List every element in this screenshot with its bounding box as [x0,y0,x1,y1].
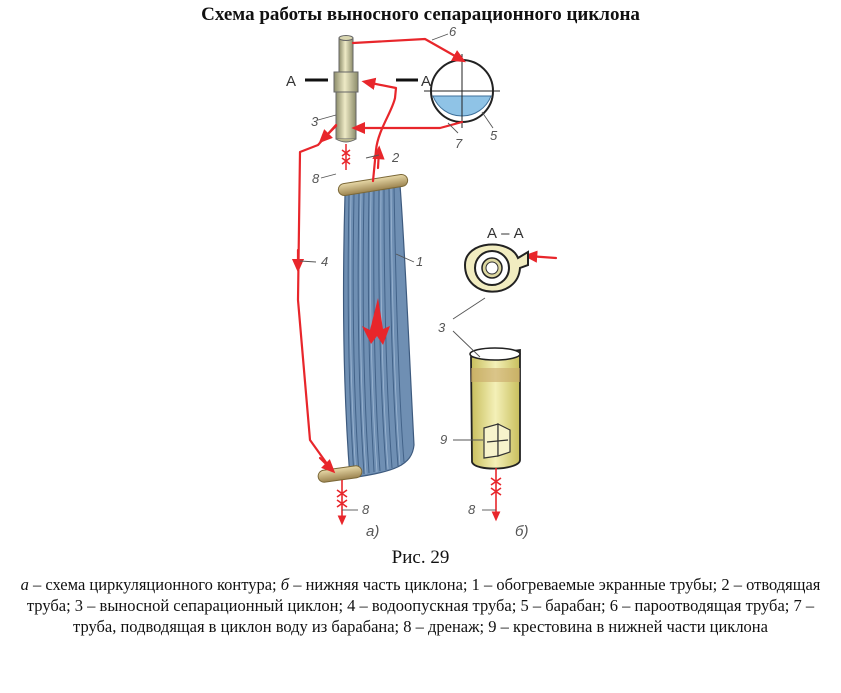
drain-valve-top [341,144,351,170]
label-8-section: 8 [468,502,476,517]
label-8-top: 8 [312,171,320,186]
cyclone-lower-part [469,347,521,522]
label-5: 5 [490,128,498,143]
diagram-title: Схема работы выносного сепарационного ци… [201,4,640,25]
downcomer-arrow-3 [318,456,336,474]
section-mark-right: А [421,73,431,90]
caption-b-letter: б [280,575,290,594]
label-6: 6 [449,24,457,39]
caption-a-text: – схема циркуляционного контура; [28,575,281,594]
screen-tubes [343,184,415,479]
label-3: 3 [311,114,319,129]
drum-water-pipe [351,120,464,135]
section-label: А – А [487,225,524,242]
label-1: 1 [416,254,423,269]
section-a-a-view [463,243,529,293]
cross-piece [483,423,511,459]
cyclone-diagram: А А А – А [286,24,558,540]
drum [424,54,500,128]
drain-valve-bottom [336,480,348,526]
label-8-bottom: 8 [362,502,370,517]
section-mark-left: А [286,73,296,90]
caption-a-letter: а [20,575,29,594]
label-2: 2 [391,150,400,165]
upward-flow-arrow [362,298,390,345]
subfigure-b-label: б) [515,523,528,540]
label-7: 7 [455,136,463,151]
upper-header [337,173,409,197]
steam-outlet-pipe [351,37,467,63]
outlet-arrow [372,145,385,170]
label-4: 4 [321,254,328,269]
lower-header [317,465,363,483]
figure-caption: а – схема циркуляционного контура; б – н… [20,574,821,637]
figure-number: Рис. 29 [391,547,450,568]
caption-b-text: – нижняя часть циклона; 1 – обогреваемые… [26,575,821,636]
downcomer-arrow-2 [318,124,338,144]
label-9: 9 [440,432,447,447]
outlet-pipe [361,77,398,183]
section-inlet-arrow [523,250,558,263]
label-3-section: 3 [438,320,446,335]
separation-cyclone [333,35,359,143]
subfigure-a-label: а) [366,523,379,540]
